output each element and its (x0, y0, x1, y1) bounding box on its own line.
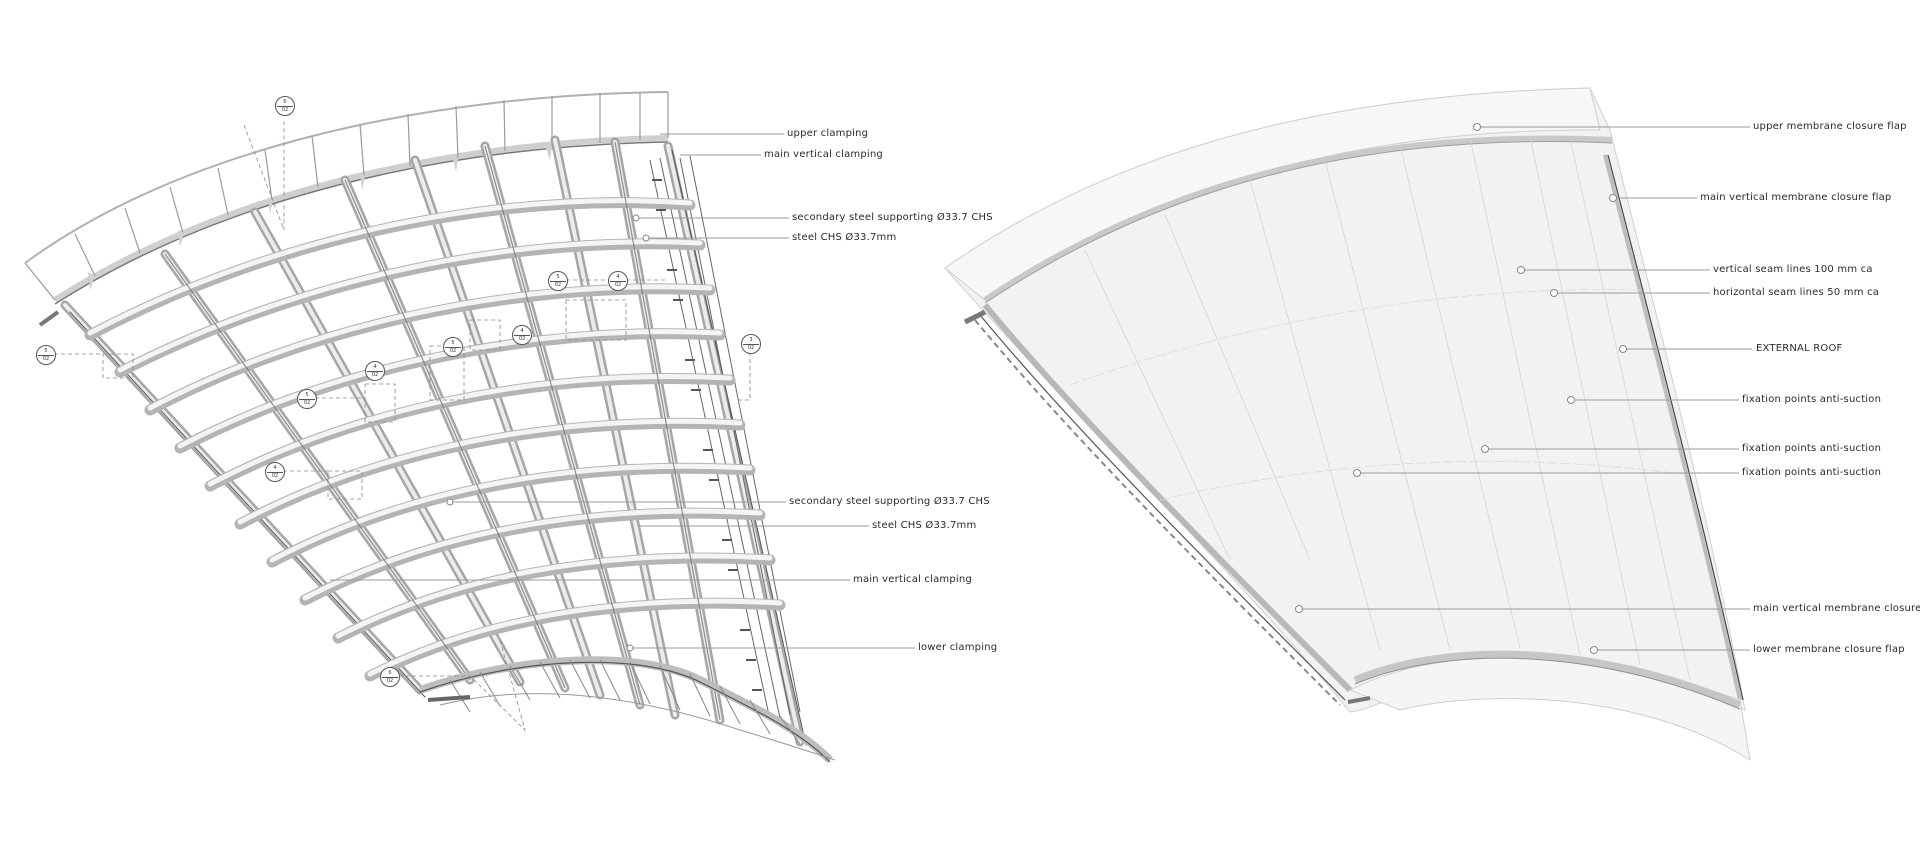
vertical-seam-lines (1084, 135, 1691, 681)
label-main-vertical-clamping: main vertical clamping (764, 149, 883, 160)
label-secondary-steel-supporting: secondary steel supporting Ø33.7 CHS (792, 212, 993, 223)
lower-clamping (38, 310, 836, 763)
membrane-leader-lines (1299, 126, 1752, 651)
label-main-vertical-membrane-closure-flap: main vertical membrane closure flap (1700, 192, 1892, 203)
label-fixation-points-3: fixation points anti-suction (1742, 467, 1882, 478)
label-secondary-steel-supporting-lower: secondary steel supporting Ø33.7 CHS (789, 496, 990, 507)
left-vertical-flap (982, 303, 1353, 693)
label-steel-chs-lower: steel CHS Ø33.7mm (872, 520, 977, 531)
label-main-vertical-clamping-lower: main vertical clamping (853, 574, 972, 585)
ladder-rails (649, 155, 801, 721)
label-vertical-seam-lines: vertical seam lines 100 mm ca (1713, 264, 1873, 275)
label-upper-membrane-closure-flap: upper membrane closure flap (1753, 121, 1907, 132)
upper-clamping (24, 91, 669, 305)
lower-closure-flap (1353, 650, 1742, 709)
label-horizontal-seam-lines: horizontal seam lines 50 mm ca (1713, 287, 1880, 298)
label-fixation-points-1: fixation points anti-suction (1742, 394, 1882, 405)
membrane-anchor-points (1295, 123, 1627, 654)
upper-closure-flap (983, 135, 1613, 303)
label-main-vertical-membrane-closure-flap-lower: main vertical membrane closure flap (1753, 603, 1920, 614)
steel-leader-lines (330, 133, 915, 649)
label-upper-clamping: upper clamping (787, 128, 869, 139)
label-lower-clamping: lower clamping (918, 642, 998, 653)
right-vertical-flap (1603, 154, 1742, 701)
label-external-roof: EXTERNAL ROOF (1756, 343, 1843, 354)
label-fixation-points-2: fixation points anti-suction (1742, 443, 1882, 454)
secondary-chs-tubes (84, 197, 786, 682)
label-steel-chs: steel CHS Ø33.7mm (792, 232, 897, 243)
label-lower-membrane-closure-flap: lower membrane closure flap (1753, 644, 1905, 655)
horizontal-seam-lines (1069, 289, 1691, 501)
detail-frames (54, 120, 751, 732)
